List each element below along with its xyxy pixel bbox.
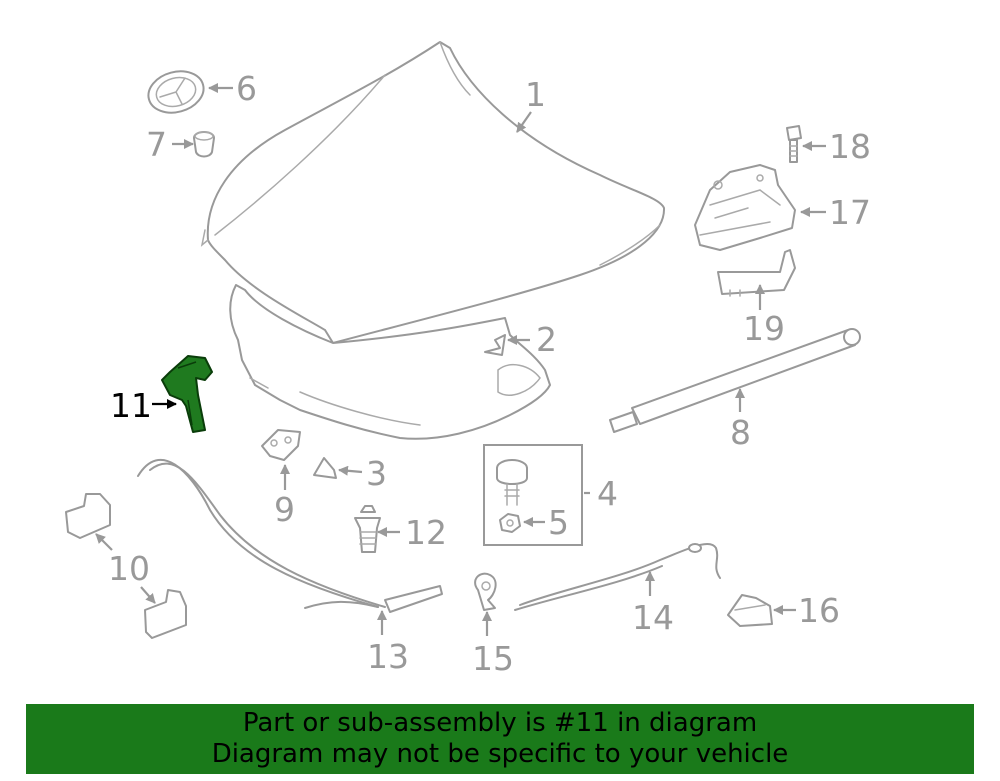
callout-4: 4	[597, 474, 618, 513]
cable-part-14[interactable]	[514, 543, 721, 611]
callout-18: 18	[829, 127, 871, 166]
callout-11: 11	[110, 386, 152, 425]
bolt-part[interactable]	[786, 125, 802, 163]
callout-1: 1	[525, 75, 546, 114]
adjuster-part-4[interactable]	[496, 459, 528, 506]
release-cable-part[interactable]	[137, 458, 443, 613]
callout-10: 10	[108, 549, 150, 588]
lock-bracket-part-10[interactable]	[65, 493, 187, 639]
hood-part[interactable]	[200, 41, 666, 344]
adjuster-kit-box	[483, 444, 583, 546]
callout-13: 13	[367, 637, 409, 676]
grommet-part[interactable]	[193, 131, 215, 158]
banner-line-1: Part or sub-assembly is #11 in diagram	[242, 708, 758, 738]
callout-arrows	[95, 83, 826, 636]
callout-14: 14	[632, 598, 674, 637]
hinge-bracket-part-9[interactable]	[261, 429, 301, 461]
callout-15: 15	[472, 639, 514, 678]
callout-16: 16	[798, 591, 840, 630]
hood-latch-part[interactable]	[694, 164, 796, 251]
callout-3: 3	[366, 454, 387, 493]
callout-7: 7	[146, 125, 167, 164]
callout-9: 9	[274, 490, 295, 529]
banner-line-2: Diagram may not be specific to your vehi…	[211, 739, 789, 769]
parts-diagram: 1 2 3 4 5 6 7 8 9 10 11 12 13 14 15 16 1…	[65, 41, 871, 678]
emblem-part[interactable]	[144, 65, 208, 118]
callout-17: 17	[829, 193, 871, 232]
clip-part-3[interactable]	[313, 457, 337, 479]
callout-5: 5	[548, 503, 569, 542]
hood-inner-panel	[229, 284, 551, 440]
clip-part-2[interactable]	[484, 334, 506, 356]
release-handle-part[interactable]	[727, 594, 773, 627]
gas-strut-part[interactable]	[609, 328, 861, 433]
callout-8: 8	[730, 413, 751, 452]
bumper-stop-part[interactable]	[354, 505, 381, 553]
callout-6: 6	[236, 69, 257, 108]
bracket-part-19[interactable]	[717, 249, 796, 297]
cable-clip-part-15[interactable]	[474, 572, 497, 611]
callout-2: 2	[536, 320, 557, 359]
callout-19: 19	[743, 309, 785, 348]
hood-hinge-part[interactable]	[161, 355, 213, 433]
callout-12: 12	[405, 513, 447, 552]
info-banner: Part or sub-assembly is #11 in diagram D…	[26, 704, 974, 774]
nut-part-5[interactable]	[499, 513, 521, 533]
